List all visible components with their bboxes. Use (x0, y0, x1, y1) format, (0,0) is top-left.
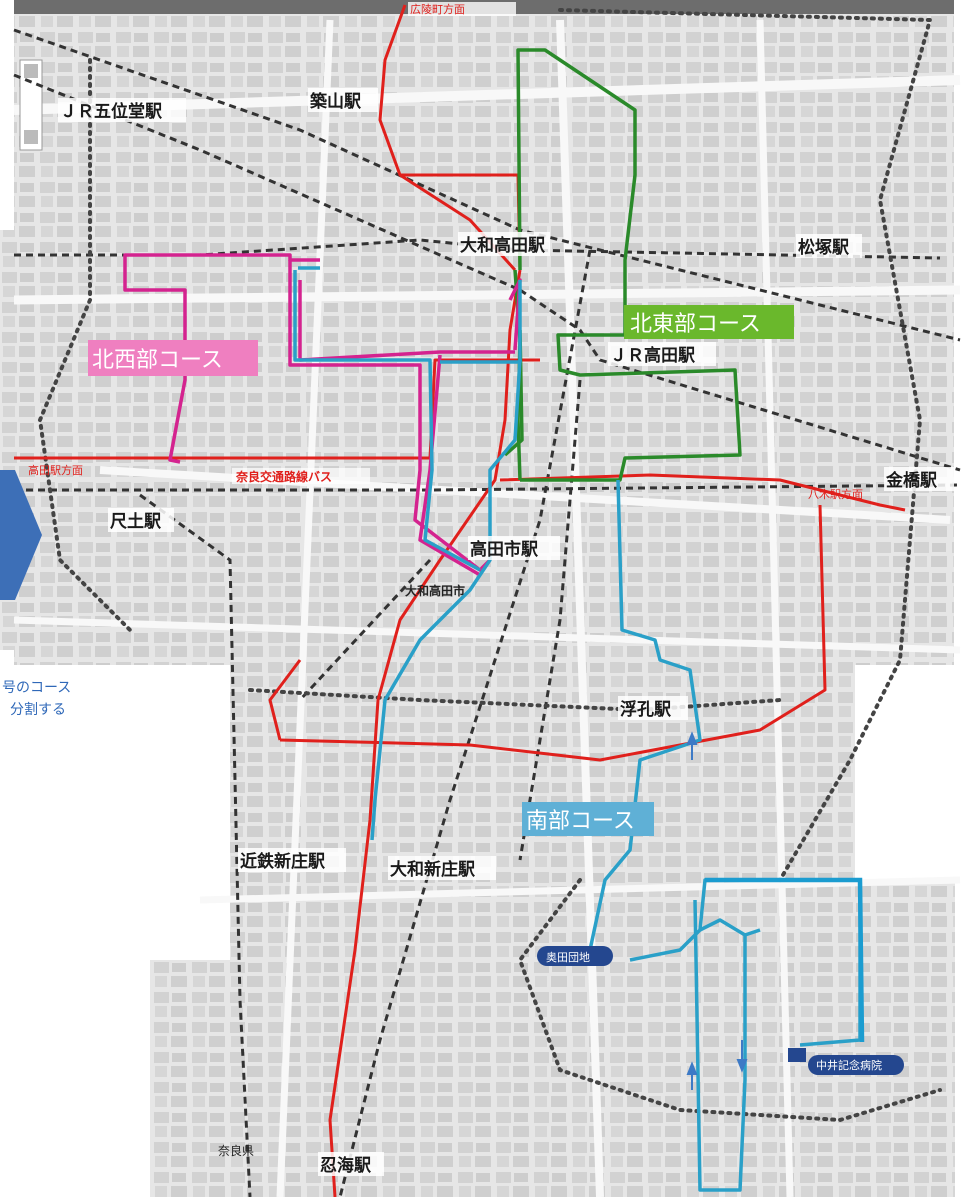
station-oshimi: 忍海駅 (320, 1155, 372, 1176)
caption-to-hachiki: 八木駅方面 (808, 487, 863, 501)
prefecture-name: 奈良県 (218, 1143, 254, 1158)
course-hokutou-bg (624, 305, 794, 339)
station-jr-takada: ＪＲ高田駅 (610, 345, 696, 366)
station-goidou: ＪＲ五位堂駅 (60, 101, 163, 122)
expand-arrow-icon[interactable] (0, 470, 42, 600)
note-line-2: 分割する (10, 701, 66, 718)
course-hokusei-label: 北西部コース (92, 348, 223, 373)
station-yamato-shinjo: 大和新庄駅 (390, 859, 476, 880)
boundaries (37, 8, 942, 1123)
station-ukishima: 浮孔駅 (620, 699, 672, 720)
station-shakudo: 尺土駅 (110, 511, 162, 532)
course-nanbu-label: 南部コース (526, 809, 635, 834)
tag-nakai: 中井記念病院 (816, 1058, 882, 1072)
caption-route-bus: 奈良交通路線バス (235, 469, 332, 484)
note-line-1: 号のコース (2, 680, 71, 696)
note: 号のコース 分割する (0, 676, 112, 720)
course-nanbu-bg (522, 802, 654, 836)
oneway-arrows (686, 731, 748, 1090)
course-hokutou-label: 北東部コース (630, 312, 761, 337)
course-labels: 北東部コース 北西部コース 南部コース (88, 305, 794, 836)
station-labels: ＪＲ五位堂駅 築山駅 大和高田駅 松塚駅 ＪＲ高田駅 尺土駅 高田市駅 金橋駅 … (58, 88, 954, 1176)
station-takadashi: 高田市駅 (470, 539, 539, 560)
station-kintetsu-shinjo: 近鉄新庄駅 (240, 851, 326, 872)
station-kanahashi: 金橋駅 (885, 470, 938, 491)
course-nanbu-thick (705, 877, 865, 1043)
place-tags: 奥田団地 中井記念病院 (537, 946, 904, 1075)
tag-okuda: 奥田団地 (546, 950, 590, 964)
caption-to-kouryou: 広陵町方面 (410, 2, 465, 16)
city-name: 大和高田市 (405, 583, 465, 598)
station-matsuzuka: 松塚駅 (798, 237, 850, 258)
course-hokusei-bg (88, 340, 258, 376)
station-tsukiyama: 築山駅 (309, 91, 362, 112)
caption-to-takada: 高田駅方面 (28, 463, 83, 477)
route-captions: 広陵町方面 高田駅方面 八木駅方面 奈良交通路線バス 大和高田市 奈良県 (28, 2, 863, 1158)
station-yamato-takada: 大和高田駅 (460, 235, 546, 256)
